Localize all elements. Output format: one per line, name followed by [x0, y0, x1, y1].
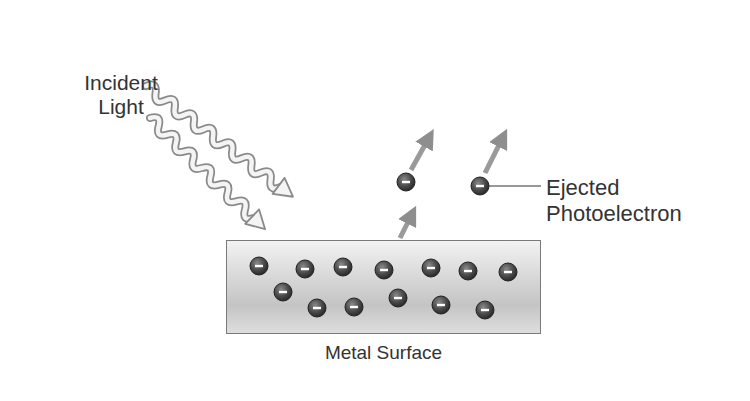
- motion-arrow: [400, 143, 500, 238]
- leader-line: [489, 185, 541, 186]
- ejected-electron: [397, 173, 489, 195]
- light-wave: [140, 78, 299, 205]
- electron-label: Ejected Photoelectron: [546, 175, 718, 227]
- surface-label: Metal Surface: [187, 342, 580, 364]
- electron: [250, 257, 517, 319]
- metal-surface: Metal Surface: [226, 240, 541, 334]
- light-label: Incident Light: [60, 71, 182, 119]
- light-wave: [143, 111, 272, 237]
